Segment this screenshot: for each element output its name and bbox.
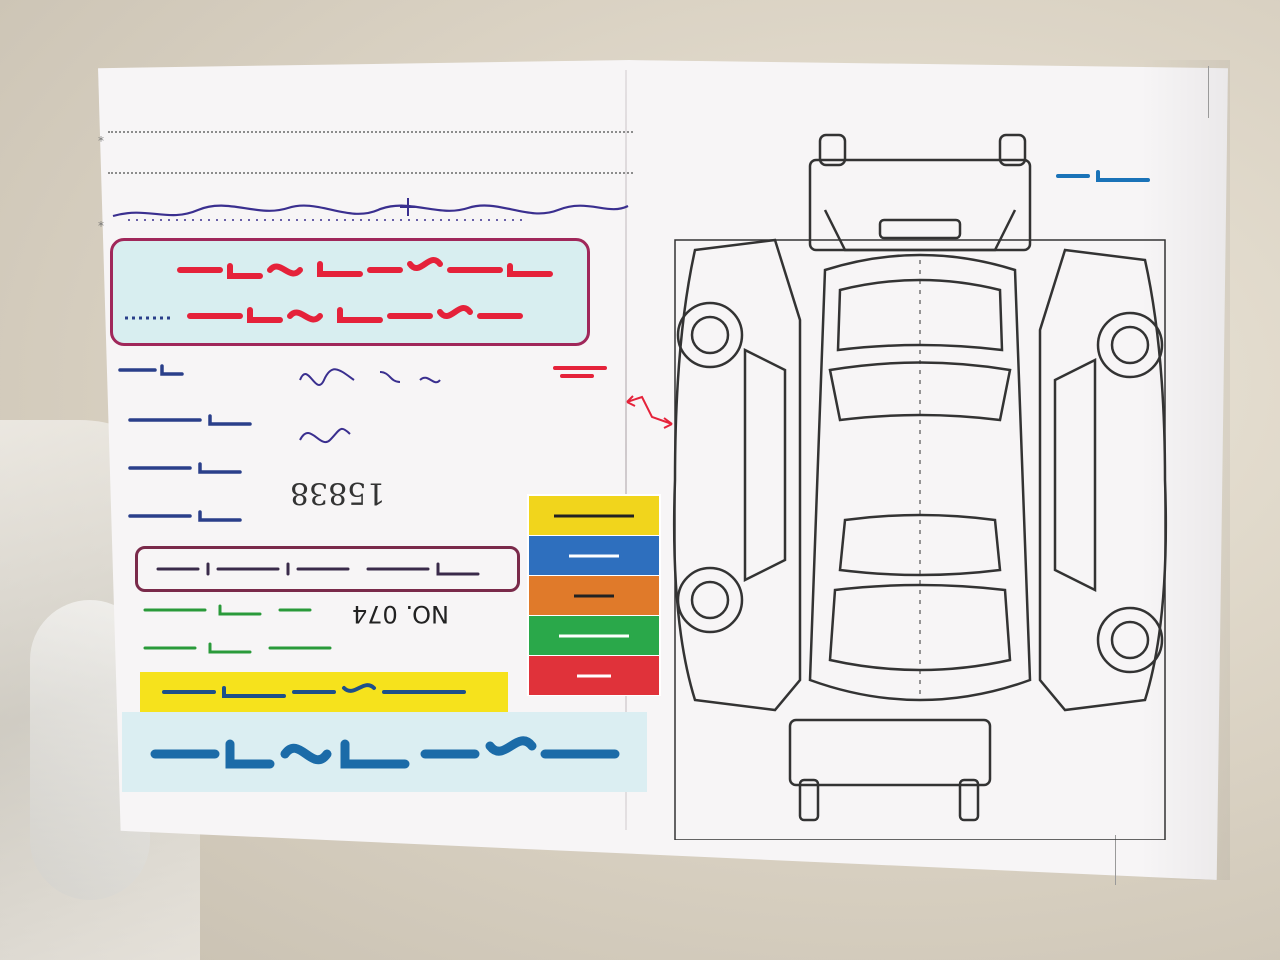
car-damage-diagram bbox=[672, 133, 1168, 840]
star-mark: * bbox=[98, 134, 104, 148]
dotted-line-1 bbox=[108, 131, 633, 133]
color-legend bbox=[527, 494, 661, 696]
legend-row-yellow bbox=[529, 496, 659, 536]
star-mark: * bbox=[98, 219, 104, 233]
paper-shadow bbox=[1140, 60, 1230, 880]
yellow-banner bbox=[140, 672, 508, 712]
yellow-banner-text bbox=[162, 683, 466, 698]
green-notes bbox=[143, 604, 332, 654]
form-title bbox=[122, 712, 647, 792]
phone-box bbox=[135, 546, 520, 592]
dotted-line-2 bbox=[108, 172, 633, 174]
legend-row-orange bbox=[529, 576, 659, 616]
handwritten-note bbox=[112, 198, 629, 221]
legend-row-blue bbox=[529, 536, 659, 576]
form-title-text bbox=[150, 736, 619, 769]
business-info-panel bbox=[110, 238, 590, 346]
handwritten-number: 15838 bbox=[290, 475, 386, 510]
paper-edge-mark-bottom bbox=[1115, 835, 1116, 885]
legend-row-green bbox=[529, 616, 659, 656]
legend-row-red bbox=[529, 656, 659, 695]
paper-edge-mark bbox=[1208, 66, 1209, 118]
form-fields-block bbox=[118, 364, 607, 522]
red-arrow-icon bbox=[626, 395, 673, 429]
phone-box-text bbox=[156, 562, 479, 576]
receipt-number: NO. 074 bbox=[352, 600, 449, 628]
panel-script-text bbox=[125, 257, 553, 323]
paper-fold-line bbox=[625, 70, 627, 830]
diagram-header-text bbox=[1056, 170, 1150, 182]
